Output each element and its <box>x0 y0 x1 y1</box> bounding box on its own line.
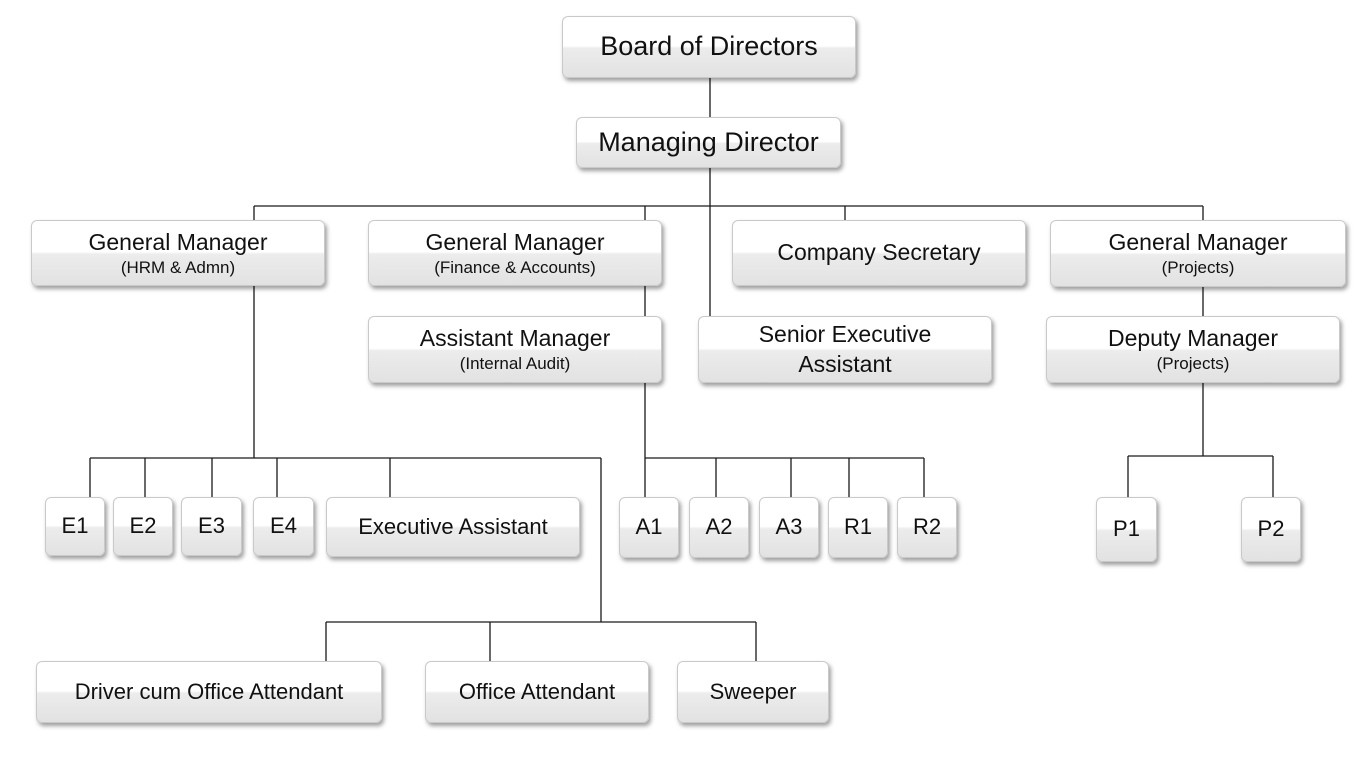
e2-label: E2 <box>129 513 157 539</box>
e1-box: E1 <box>45 497 105 556</box>
p1-label: P1 <box>1113 516 1140 542</box>
deputy-manager-box: Deputy Manager (Projects) <box>1046 316 1340 383</box>
company-secretary-label: Company Secretary <box>777 239 981 266</box>
a3-box: A3 <box>759 497 819 558</box>
senior-executive-assistant-box: Senior Executive Assistant <box>698 316 992 383</box>
board-of-directors-label: Board of Directors <box>600 31 818 62</box>
gm-finance-box: General Manager (Finance & Accounts) <box>368 220 662 286</box>
office-attendant-box: Office Attendant <box>425 661 649 723</box>
a2-label: A2 <box>705 514 733 540</box>
board-of-directors-box: Board of Directors <box>562 16 856 78</box>
senior-executive-assistant-line1: Senior Executive <box>758 320 932 347</box>
r2-label: R2 <box>912 514 942 540</box>
e4-label: E4 <box>270 513 297 539</box>
gm-projects-box: General Manager (Projects) <box>1050 220 1346 287</box>
senior-executive-assistant-line2: Assistant <box>798 350 892 377</box>
company-secretary-box: Company Secretary <box>732 220 1026 286</box>
a1-box: A1 <box>619 497 679 558</box>
deputy-manager-title: Deputy Manager <box>1107 325 1279 352</box>
gm-projects-title: General Manager <box>1108 229 1288 256</box>
p1-box: P1 <box>1096 497 1157 562</box>
e2-box: E2 <box>113 497 173 556</box>
r1-label: R1 <box>843 514 873 540</box>
office-attendant-label: Office Attendant <box>458 678 616 704</box>
gm-finance-title: General Manager <box>425 228 605 255</box>
gm-finance-subtitle: (Finance & Accounts) <box>434 257 596 277</box>
deputy-manager-subtitle: (Projects) <box>1156 354 1230 374</box>
a3-label: A3 <box>775 514 803 540</box>
assistant-manager-box: Assistant Manager (Internal Audit) <box>368 316 662 383</box>
assistant-manager-title: Assistant Manager <box>419 325 611 352</box>
e1-label: E1 <box>61 513 89 539</box>
r1-box: R1 <box>828 497 888 558</box>
e4-box: E4 <box>253 497 314 556</box>
driver-cum-office-attendant-label: Driver cum Office Attendant <box>74 678 344 704</box>
managing-director-box: Managing Director <box>576 117 841 168</box>
managing-director-label: Managing Director <box>598 126 819 157</box>
gm-hrm-box: General Manager (HRM & Admn) <box>31 220 325 286</box>
driver-cum-office-attendant-box: Driver cum Office Attendant <box>36 661 382 723</box>
assistant-manager-subtitle: (Internal Audit) <box>459 354 571 374</box>
executive-assistant-label: Executive Assistant <box>358 513 548 539</box>
gm-hrm-subtitle: (HRM & Admn) <box>120 257 236 277</box>
p2-label: P2 <box>1257 516 1285 542</box>
p2-box: P2 <box>1241 497 1301 562</box>
a2-box: A2 <box>689 497 749 558</box>
r2-box: R2 <box>897 497 957 558</box>
e3-box: E3 <box>181 497 242 556</box>
sweeper-box: Sweeper <box>677 661 829 723</box>
sweeper-label: Sweeper <box>709 678 797 704</box>
gm-hrm-title: General Manager <box>88 228 268 255</box>
executive-assistant-box: Executive Assistant <box>326 497 580 557</box>
a1-label: A1 <box>635 514 663 540</box>
gm-projects-subtitle: (Projects) <box>1161 258 1235 278</box>
e3-label: E3 <box>198 513 225 539</box>
